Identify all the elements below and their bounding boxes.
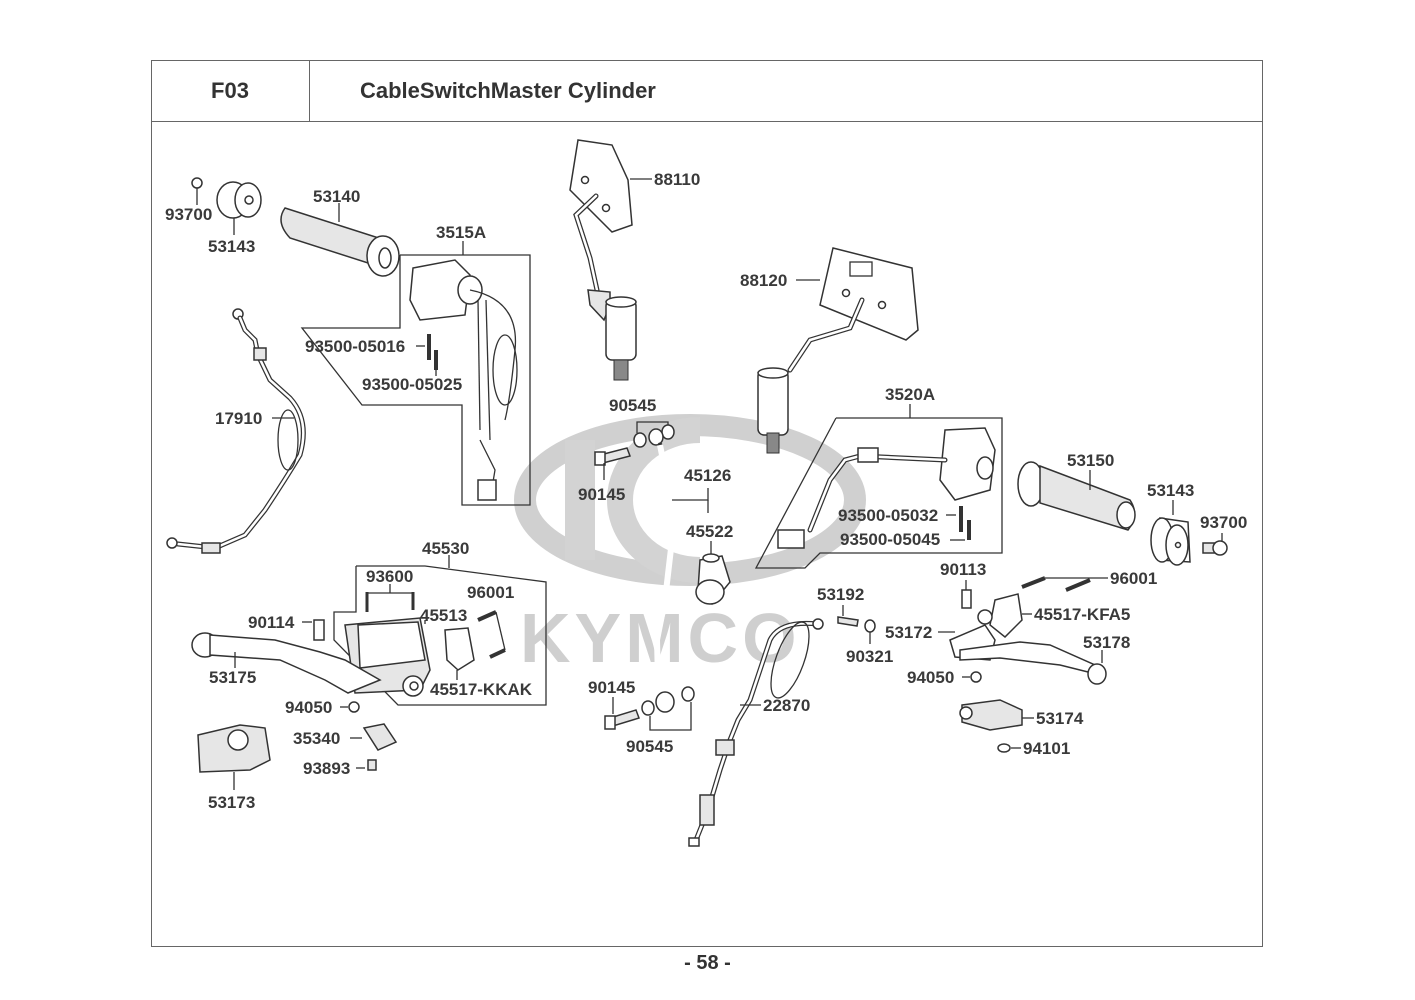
svg-text:45517-KKAK: 45517-KKAK — [430, 680, 533, 699]
part-53175-brake-lever[interactable]: 53175 — [191, 632, 382, 694]
part-88110-mirror-left[interactable]: 88110 — [569, 139, 700, 381]
part-35340-brake-switch[interactable]: 35340 — [293, 723, 398, 751]
part-93893-screw[interactable]: 93893 — [303, 759, 377, 778]
part-90321-nut[interactable]: 90321 — [846, 619, 893, 666]
svg-text:96001: 96001 — [467, 583, 514, 602]
part-96001-bolts-left[interactable]: 96001 — [467, 583, 514, 659]
svg-text:53140: 53140 — [313, 187, 360, 206]
part-22870-clutch-cable[interactable]: 22870 — [688, 618, 824, 847]
section-code: F03 — [151, 60, 310, 122]
svg-text:45522: 45522 — [686, 522, 733, 541]
part-90114-pivot-bolt[interactable]: 90114 — [248, 613, 325, 641]
svg-text:93500-05045: 93500-05045 — [840, 530, 940, 549]
svg-text:22870: 22870 — [763, 696, 810, 715]
page-title: CableSwitchMaster Cylinder — [310, 60, 1263, 122]
svg-text:53175: 53175 — [209, 668, 256, 687]
svg-text:45530: 45530 — [422, 539, 469, 558]
part-45522-hose-cover[interactable]: 45522 — [686, 522, 733, 606]
part-45530-master-cylinder[interactable]: 45530 — [333, 539, 547, 706]
part-3515A-switch-assembly[interactable]: 3515A — [300, 223, 531, 506]
part-90545-washers-bottom[interactable]: 90545 — [626, 686, 695, 756]
part-53174-switch[interactable]: 53174 — [959, 699, 1084, 731]
part-90545-washers-top[interactable]: 90545 — [609, 396, 675, 448]
svg-text:53143: 53143 — [1147, 481, 1194, 500]
svg-text:53143: 53143 — [208, 237, 255, 256]
svg-text:88120: 88120 — [740, 271, 787, 290]
part-17910-throttle-cable[interactable]: 17910 — [166, 308, 306, 554]
svg-text:53150: 53150 — [1067, 451, 1114, 470]
svg-text:35340: 35340 — [293, 729, 340, 748]
part-53143-left[interactable]: 53143 — [208, 181, 262, 256]
svg-text:90545: 90545 — [626, 737, 673, 756]
svg-text:88110: 88110 — [654, 170, 700, 189]
part-90145-bolt-bottom[interactable]: 90145 — [588, 678, 640, 730]
svg-text:53173: 53173 — [208, 793, 255, 812]
part-93600-screws[interactable]: 93600 — [365, 567, 415, 612]
svg-text:90321: 90321 — [846, 647, 893, 666]
page-number: - 58 - — [684, 952, 731, 974]
part-3520A-switch-assembly[interactable]: 3520A — [754, 385, 1003, 569]
part-53150-grip[interactable]: 53150 — [1017, 451, 1136, 531]
svg-text:93600: 93600 — [366, 567, 413, 586]
part-45126-brake-hose[interactable]: 45126 — [648, 428, 731, 703]
svg-text:93500-05016: 93500-05016 — [305, 337, 405, 356]
svg-text:94050: 94050 — [907, 668, 954, 687]
svg-text:90145: 90145 — [578, 485, 625, 504]
svg-text:93893: 93893 — [303, 759, 350, 778]
svg-text:3515A: 3515A — [436, 223, 486, 242]
part-94050-nut-right[interactable]: 94050 — [907, 668, 982, 687]
part-93500-05032-screw[interactable]: 93500-05032 — [838, 506, 963, 532]
svg-text:90545: 90545 — [609, 396, 656, 415]
svg-text:96001: 96001 — [1110, 569, 1157, 588]
svg-text:93500-05025: 93500-05025 — [362, 375, 462, 394]
svg-text:3520A: 3520A — [885, 385, 935, 404]
part-90113-bolt[interactable]: 90113 — [940, 560, 986, 609]
part-94101-washer[interactable]: 94101 — [997, 739, 1070, 758]
part-53173-housing[interactable]: 53173 — [197, 724, 271, 812]
diagram-frame — [151, 60, 1263, 947]
svg-text:17910: 17910 — [215, 409, 262, 428]
svg-text:53192: 53192 — [817, 585, 864, 604]
part-96001-bolts-right[interactable]: 96001 — [1021, 569, 1157, 592]
part-93500-05045-screw[interactable]: 93500-05045 — [840, 520, 971, 549]
svg-text:93700: 93700 — [1200, 513, 1247, 532]
svg-text:90145: 90145 — [588, 678, 635, 697]
svg-text:93500-05032: 93500-05032 — [838, 506, 938, 525]
svg-text:93700: 93700 — [165, 205, 212, 224]
part-93500-05025-screw[interactable]: 93500-05025 — [362, 350, 462, 394]
svg-text:90114: 90114 — [248, 613, 295, 632]
part-53192-adjuster[interactable]: 53192 — [817, 585, 864, 627]
svg-text:94101: 94101 — [1023, 739, 1070, 758]
part-93700-right[interactable]: 93700 — [1200, 513, 1247, 556]
part-53140-grip[interactable]: 53140 — [280, 187, 400, 277]
svg-text:90113: 90113 — [940, 560, 986, 579]
svg-text:94050: 94050 — [285, 698, 332, 717]
part-45517-KFA5-clamp[interactable]: 45517-KFA5 — [989, 593, 1130, 639]
svg-text:53174: 53174 — [1036, 709, 1084, 728]
svg-text:53178: 53178 — [1083, 633, 1130, 652]
part-90145-bolt-top[interactable]: 90145 — [578, 447, 631, 504]
part-88120-mirror-right[interactable]: 88120 — [740, 247, 919, 454]
part-93700-left[interactable]: 93700 — [165, 177, 212, 224]
svg-text:45517-KFA5: 45517-KFA5 — [1034, 605, 1130, 624]
svg-text:45513: 45513 — [420, 606, 467, 625]
svg-text:53172: 53172 — [885, 623, 932, 642]
part-53178-clutch-lever[interactable]: 53178 — [959, 633, 1130, 685]
part-45513-cap[interactable]: 45513 — [420, 606, 467, 625]
kymco-watermark: KYMCO — [514, 414, 866, 677]
part-45517-KKAK-clamp[interactable]: 45517-KKAK — [430, 627, 533, 699]
part-53143-right[interactable]: 53143 — [1147, 481, 1194, 566]
svg-text:45126: 45126 — [684, 466, 731, 485]
part-94050-nut-left[interactable]: 94050 — [285, 698, 360, 717]
part-93500-05016-screw[interactable]: 93500-05016 — [305, 334, 431, 360]
